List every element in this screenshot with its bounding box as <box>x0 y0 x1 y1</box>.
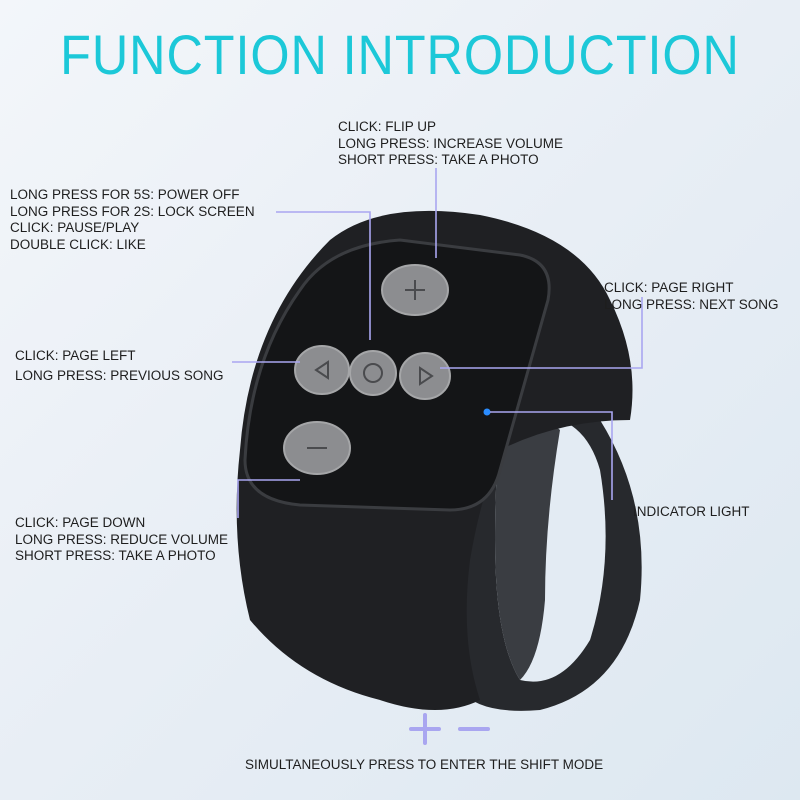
callout-right-button: CLICK: PAGE RIGHT LONG PRESS: NEXT SONG <box>604 280 779 313</box>
indicator-light <box>483 408 491 416</box>
callout-text: CLICK: FLIP UP <box>338 119 437 134</box>
shift-plus-icon <box>409 713 441 745</box>
callout-text: DOUBLE CLICK: LIKE <box>10 236 146 252</box>
center-button <box>349 350 397 396</box>
callout-text: LONG PRESS: NEXT SONG <box>604 296 779 312</box>
shift-mode-icons <box>409 713 490 745</box>
callout-left-button: CLICK: PAGE LEFT LONG PRESS: PREVIOUS SO… <box>15 346 224 386</box>
callout-text: SHORT PRESS: TAKE A PHOTO <box>338 152 539 167</box>
callout-text: CLICK: PAGE RIGHT <box>604 280 734 295</box>
callout-text: CLICK: PAUSE/PLAY <box>10 220 140 235</box>
shift-mode-text: SIMULTANEOUSLY PRESS TO ENTER THE SHIFT … <box>245 757 604 772</box>
circle-icon <box>363 363 383 383</box>
callout-text: INDICATOR LIGHT <box>633 504 750 519</box>
callout-text: LONG PRESS: PREVIOUS SONG <box>15 368 224 383</box>
callout-minus-button: CLICK: PAGE DOWN LONG PRESS: REDUCE VOLU… <box>15 515 228 565</box>
triangle-right-icon <box>419 366 434 386</box>
callout-plus-button: CLICK: FLIP UP LONG PRESS: INCREASE VOLU… <box>338 119 563 169</box>
callout-text: SHORT PRESS: TAKE A PHOTO <box>15 548 216 563</box>
page-title: FUNCTION INTRODUCTION <box>60 23 740 86</box>
callout-text: CLICK: PAGE DOWN <box>15 515 146 530</box>
callout-text: LONG PRESS: INCREASE VOLUME <box>338 135 564 151</box>
callout-text: CLICK: PAGE LEFT <box>15 348 136 363</box>
callout-center-button: LONG PRESS FOR 5S: POWER OFF LONG PRESS … <box>10 187 255 253</box>
plus-icon <box>405 280 425 300</box>
right-button <box>399 352 451 400</box>
callout-text: LONG PRESS FOR 2S: LOCK SCREEN <box>10 203 255 219</box>
callout-text: LONG PRESS FOR 5S: POWER OFF <box>10 187 240 202</box>
callout-indicator-light: INDICATOR LIGHT <box>633 504 750 521</box>
left-button <box>294 345 350 395</box>
callout-text: LONG PRESS: REDUCE VOLUME <box>15 531 229 547</box>
triangle-left-icon <box>314 360 329 380</box>
